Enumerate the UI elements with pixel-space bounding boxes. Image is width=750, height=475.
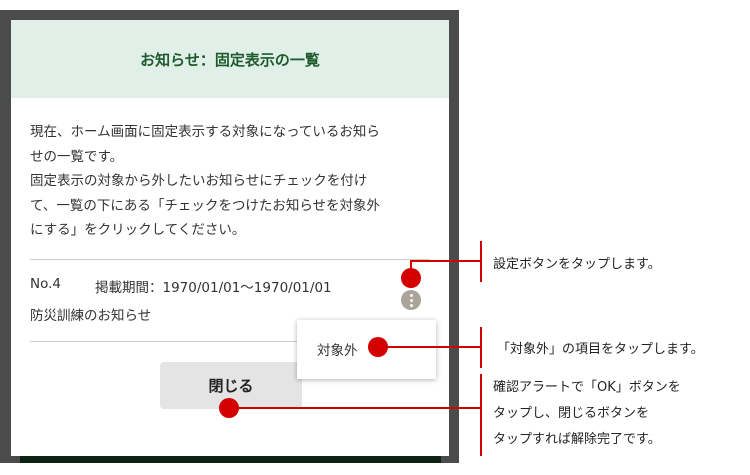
callout-bar (480, 374, 482, 456)
callout-line (378, 346, 481, 348)
callout-line (410, 260, 481, 262)
annotation-step3: 確認アラートで「OK」ボタンを タップし、閉じるボタンを タップすれば解除完了で… (493, 375, 681, 453)
divider (30, 341, 430, 342)
annotation-line: タップし、閉じるボタンを (493, 406, 650, 421)
annotation-step2: 「対象外」の項目をタップします。 (497, 342, 704, 357)
callout-line (410, 260, 412, 270)
item-period: 掲載期間：1970/01/01～1970/01/01 (95, 280, 332, 296)
description-line: 固定表示の対象から外したいお知らせにチェックを付け (30, 173, 368, 189)
marker-dot (401, 268, 421, 288)
marker-dot (219, 398, 239, 418)
callout-line (229, 407, 481, 409)
description-line: て、一覧の下にある「チェックをつけたお知らせを対象外 (30, 197, 381, 214)
dialog-header: お知らせ：固定表示の一覧 (11, 20, 449, 98)
item-title: 防災訓練のお知らせ (30, 308, 152, 324)
menu-item-exclude[interactable]: 対象外 (317, 343, 358, 359)
item-number: No.4 (30, 276, 62, 292)
annotation-line: 確認アラートで「OK」ボタンを (493, 380, 681, 395)
description-line: にする」をクリックしてください。 (30, 222, 246, 238)
callout-bar (480, 241, 482, 282)
annotation-step1: 設定ボタンをタップします。 (493, 257, 661, 272)
background-footer (20, 456, 441, 463)
callout-bar (480, 327, 482, 368)
divider (30, 259, 430, 260)
description-line: 現在、ホーム画面に固定表示する対象になっているお知ら (30, 124, 380, 140)
dialog-title: お知らせ：固定表示の一覧 (140, 50, 320, 69)
description-line: せの一覧です。 (30, 148, 124, 165)
marker-dot (368, 337, 388, 357)
annotation-line: タップすれば解除完了です。 (493, 432, 661, 447)
settings-kebab-icon[interactable] (401, 290, 421, 310)
context-menu: 対象外 (297, 320, 436, 379)
dialog-description: 現在、ホーム画面に固定表示する対象になっているお知ら せの一覧です。 固定表示の… (30, 120, 430, 243)
